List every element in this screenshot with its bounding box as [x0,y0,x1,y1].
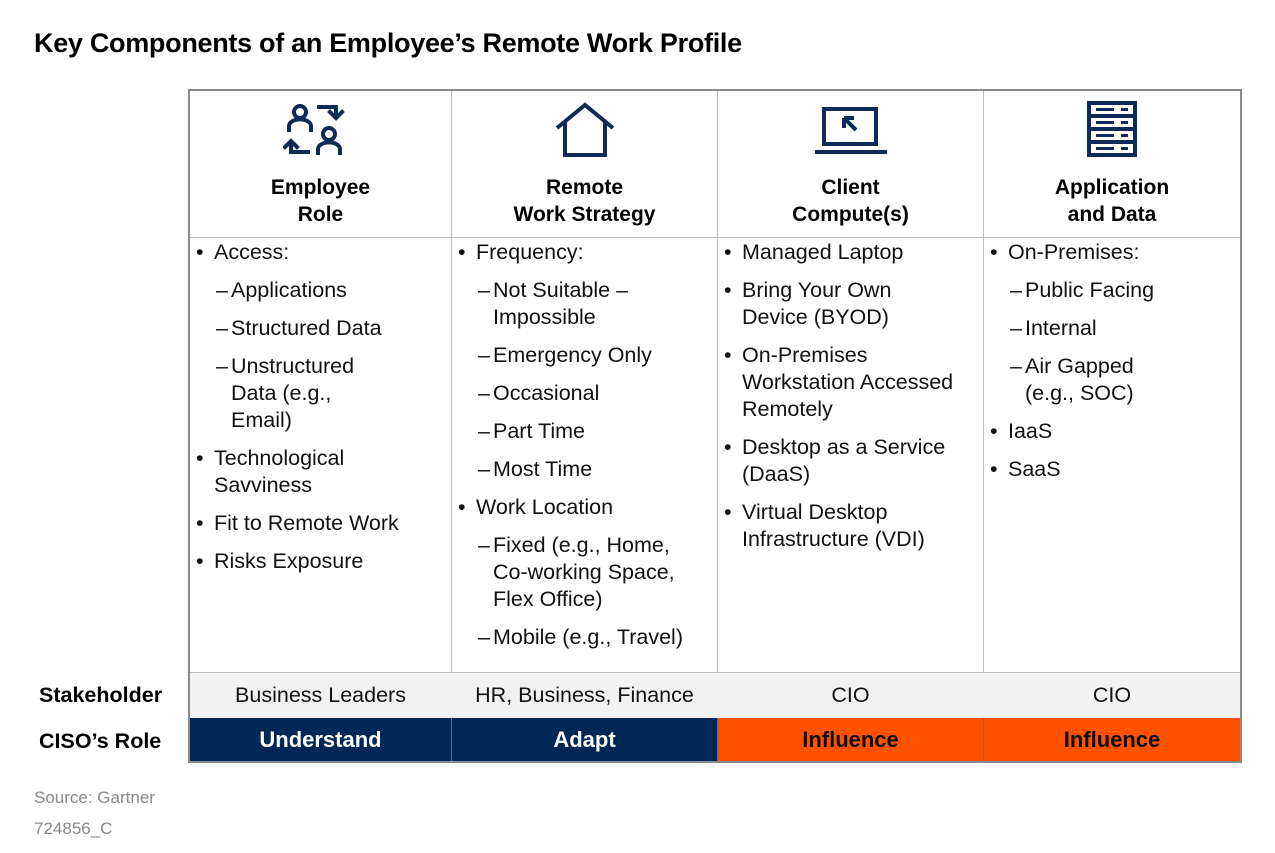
list-item: On-Premises Workstation Accessed Remotel… [718,342,972,423]
sub-list-item: Occasional [452,380,714,407]
sub-list-item: Fixed (e.g., Home, Co-working Space, Fle… [452,532,708,613]
column-header-application-data: Application and Data [984,91,1240,237]
figure-code: 724856_C [34,819,113,838]
sub-list-item: Part Time [452,418,714,445]
sub-list-item: Unstructured Data (e.g., Email) [190,353,391,434]
sub-list-item: Air Gapped (e.g., SOC) [984,353,1165,407]
stakeholder-cell: CIO [1092,683,1132,707]
sub-list-item: Structured Data [190,315,445,342]
column-header-remote-work-strategy: Remote Work Strategy [452,91,717,237]
list-item: Bring Your Own Device (BYOD) [718,277,927,331]
profile-table: Employee Role Remote Work Strategy Clien… [188,89,1242,763]
ciso-role-cell: Understand [190,718,451,761]
server-icon [1087,101,1137,157]
sub-list-item: Public Facing [984,277,1234,304]
sub-list-item: Emergency Only [452,342,714,369]
stakeholder-cell: Business Leaders [235,683,406,707]
column-title-line2: Work Strategy [513,203,656,226]
list-item: Desktop as a Service (DaaS) [718,434,982,488]
list-item: Access: [190,239,445,266]
ciso-role-row-label: CISO’s Role [39,729,162,753]
column-title-line1: Application [1054,176,1170,199]
ciso-role-cell: Adapt [452,718,717,761]
list-item: Managed Laptop [718,239,980,266]
column-title-line2: and Data [1067,203,1157,226]
sub-list-item: Most Time [452,456,714,483]
header-divider [190,237,1240,238]
column-title-line2: Compute(s) [792,203,909,226]
column-body-client-compute: Managed Laptop Bring Your Own Device (BY… [718,239,980,564]
row-divider [190,672,1240,673]
source-note: Source: Gartner [34,788,155,807]
ciso-role-row: Understand Adapt Influence Influence [190,718,1240,761]
sub-list-item: Applications [190,277,445,304]
ciso-role-cell: Influence [718,718,983,761]
column-body-remote-work-strategy: Frequency: Not Suitable – Impossible Eme… [452,239,714,662]
list-item: Work Location [452,494,714,521]
sub-list-item: Not Suitable – Impossible [452,277,648,331]
page-title: Key Components of an Employee’s Remote W… [34,28,742,58]
stakeholder-row: Business Leaders HR, Business, Finance C… [190,672,1240,718]
list-item: On-Premises: [984,239,1234,266]
column-title-line1: Client [821,176,880,199]
column-title-line1: Employee [270,176,371,199]
stakeholder-cell: CIO [831,683,870,707]
laptop-icon [814,107,887,154]
column-title-line1: Remote [545,176,624,199]
column-divider [983,718,984,761]
column-body-employee-role: Access: Applications Structured Data Uns… [190,239,445,586]
list-item: Technological Savviness [190,445,374,499]
ciso-role-cell: Influence [984,718,1240,761]
column-header-client-compute: Client Compute(s) [718,91,983,237]
column-body-application-data: On-Premises: Public Facing Internal Air … [984,239,1234,494]
house-icon [555,102,614,157]
list-item: Fit to Remote Work [190,510,445,537]
sub-list-item: Internal [984,315,1234,342]
sub-list-item: Mobile (e.g., Travel) [452,624,733,651]
column-header-employee-role: Employee Role [190,91,451,237]
list-item: Risks Exposure [190,548,445,575]
list-item: IaaS [984,418,1234,445]
column-divider [717,718,718,761]
stakeholder-cell: HR, Business, Finance [475,683,694,707]
list-item: SaaS [984,456,1234,483]
people-exchange-icon [282,104,345,155]
list-item: Virtual Desktop Infrastructure (VDI) [718,499,982,553]
column-title-line2: Role [297,203,344,226]
list-item: Frequency: [452,239,714,266]
stakeholder-row-label: Stakeholder [39,683,163,707]
column-divider [451,718,452,761]
